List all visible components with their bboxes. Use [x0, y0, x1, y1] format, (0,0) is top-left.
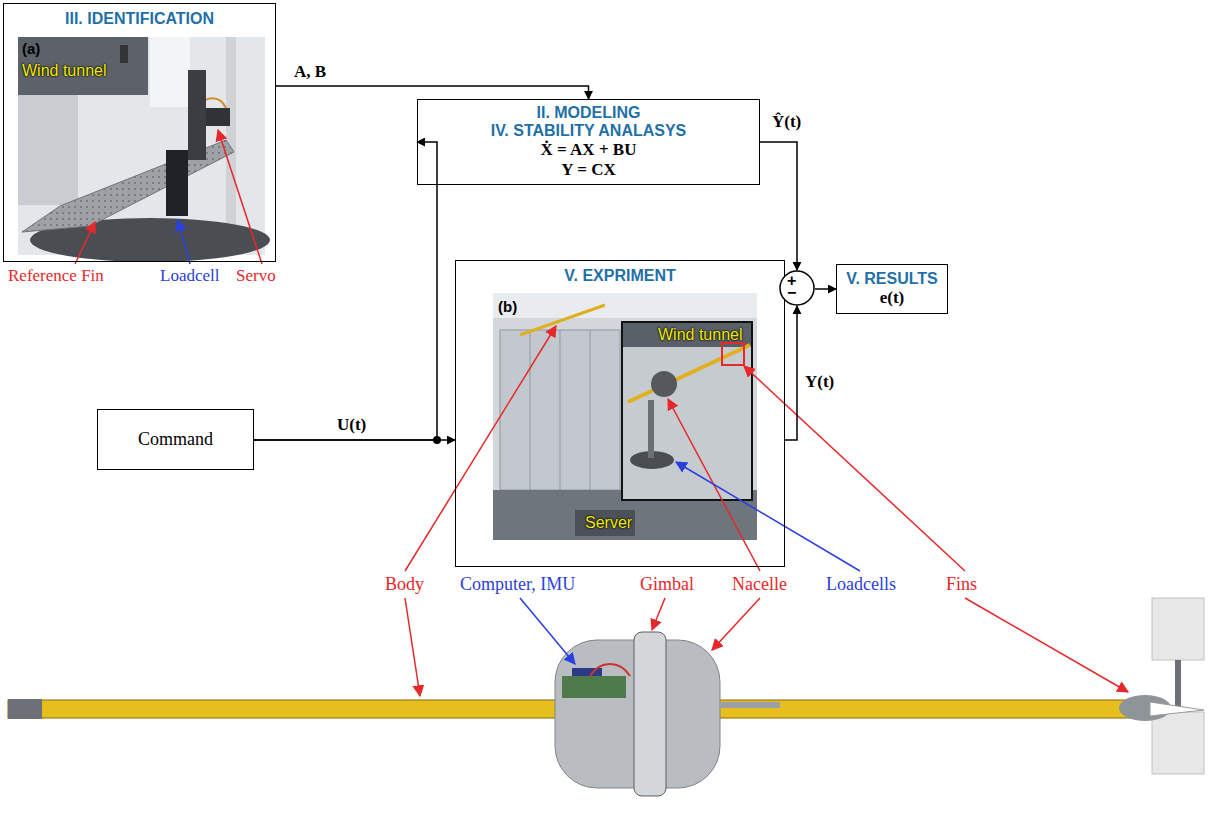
signal-arrow [785, 306, 797, 440]
model-box: II. MODELINGIV. STABILITY ANALASYSẊ = AX… [417, 99, 760, 185]
box-text: Command [138, 429, 213, 450]
vehicle-illustration [8, 598, 1204, 796]
signal-label: A, B [292, 62, 328, 82]
signal-arrow [276, 86, 589, 99]
box-text: Ẋ = AX + BU [541, 140, 637, 160]
part-label: Body [385, 574, 424, 595]
photo-a [18, 37, 270, 262]
photo-label: Server [585, 514, 632, 532]
part-label: Nacelle [732, 574, 787, 595]
signal-label: Ŷ(t) [770, 112, 803, 132]
junction-circle [779, 270, 815, 306]
box-text: Y = CX [561, 160, 615, 180]
sign: − [787, 285, 796, 301]
signal-arrow [815, 288, 836, 290]
part-label: Fins [946, 574, 977, 595]
identification-panel: III. IDENTIFICATION [3, 3, 276, 262]
signal-label: Y(t) [803, 372, 836, 392]
section-heading: V. EXPRIMENT [564, 267, 675, 285]
command-box: Command [97, 409, 254, 470]
summing-junction: +− [779, 270, 815, 306]
panel-tag: (a) [22, 40, 40, 57]
photo-b [493, 293, 757, 540]
signal-label: U(t) [335, 415, 368, 435]
photo-label: Wind tunnel [22, 62, 107, 80]
results-box: V. RESULTSe(t) [836, 264, 948, 314]
section-heading: II. MODELING [537, 104, 641, 122]
part-label: Gimbal [640, 574, 694, 595]
part-label: Loadcell [160, 266, 219, 286]
leader-lines [75, 130, 1128, 696]
box-text: e(t) [880, 288, 905, 308]
section-heading: III. IDENTIFICATION [65, 10, 214, 28]
box-text: IV. STABILITY ANALASYS [491, 122, 687, 140]
signal-arrow [760, 142, 797, 270]
part-label: Servo [236, 266, 276, 286]
part-label: Loadcells [826, 574, 896, 595]
signal-arrow [254, 142, 437, 440]
part-label: Reference Fin [8, 266, 104, 286]
photo-label: Wind tunnel [658, 326, 743, 344]
branch-dot [433, 436, 441, 444]
section-heading: V. RESULTS [846, 270, 938, 288]
part-label: Computer, IMU [460, 574, 575, 595]
panel-tag: (b) [498, 298, 517, 315]
